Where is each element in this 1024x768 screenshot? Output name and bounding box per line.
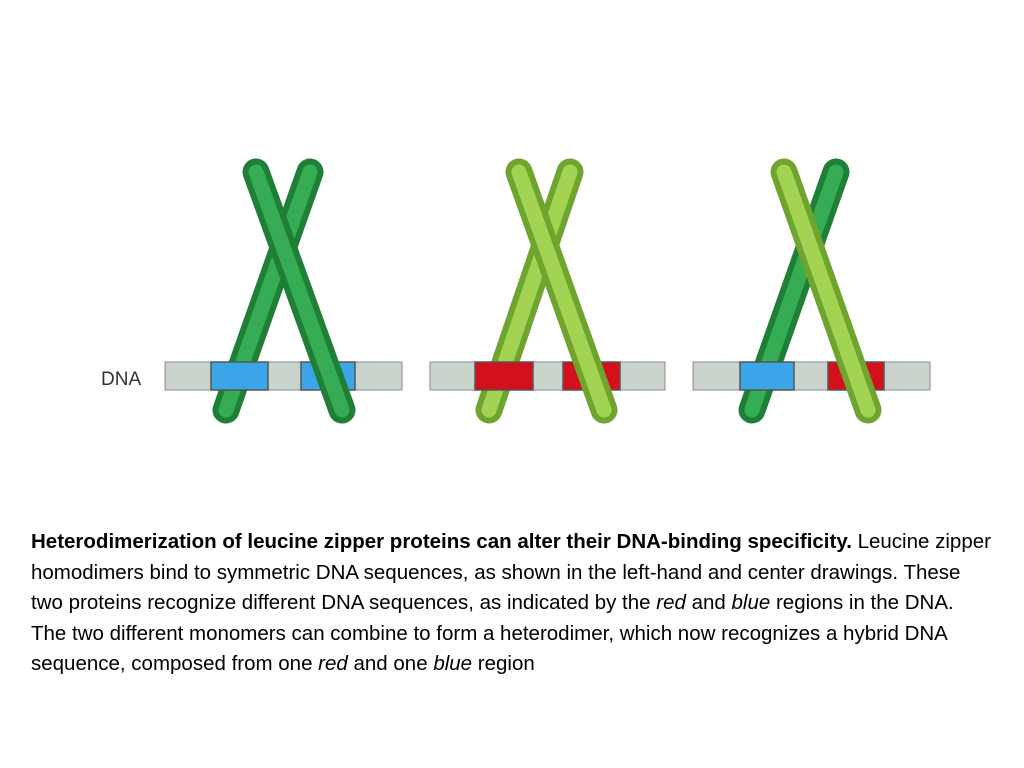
- caption-blue-term: blue: [433, 652, 473, 676]
- dna-strand-right: [692, 361, 931, 391]
- dna-label: DNA: [101, 369, 141, 390]
- dna-strand-left: [164, 361, 403, 391]
- monomer-light-green-front-shade: [776, 164, 876, 418]
- caption-red-term: red: [656, 591, 686, 615]
- binding-site-blue-right: [739, 361, 795, 391]
- caption-text: regions in the DNA. The two different mo…: [31, 591, 954, 676]
- caption-text: and: [685, 591, 732, 615]
- caption-blue-term: blue: [731, 591, 771, 615]
- caption-text: region: [472, 652, 535, 676]
- leucine-zipper-diagram: DNA: [101, 158, 931, 424]
- binding-site-blue-left-1: [210, 361, 269, 391]
- monomer-light-green-front-shade: [511, 164, 612, 418]
- binding-site-red-center-1: [474, 361, 534, 391]
- figure-caption: Heterodimerization of leucine zipper pro…: [31, 527, 991, 680]
- panel-right-heterodimer: [692, 158, 931, 424]
- caption-red-term: red: [318, 652, 348, 676]
- monomer-dark-green-front-shade: [248, 164, 350, 418]
- panel-center-homodimer: [429, 158, 666, 424]
- caption-text: and one: [347, 652, 434, 676]
- caption-bold-lead: Heterodimerization of leucine zipper pro…: [31, 530, 852, 553]
- dna-strand-center: [429, 361, 666, 391]
- caption-text: Leucine zipper homodimers bind to symmet…: [31, 530, 991, 615]
- panel-left-homodimer: [164, 158, 403, 424]
